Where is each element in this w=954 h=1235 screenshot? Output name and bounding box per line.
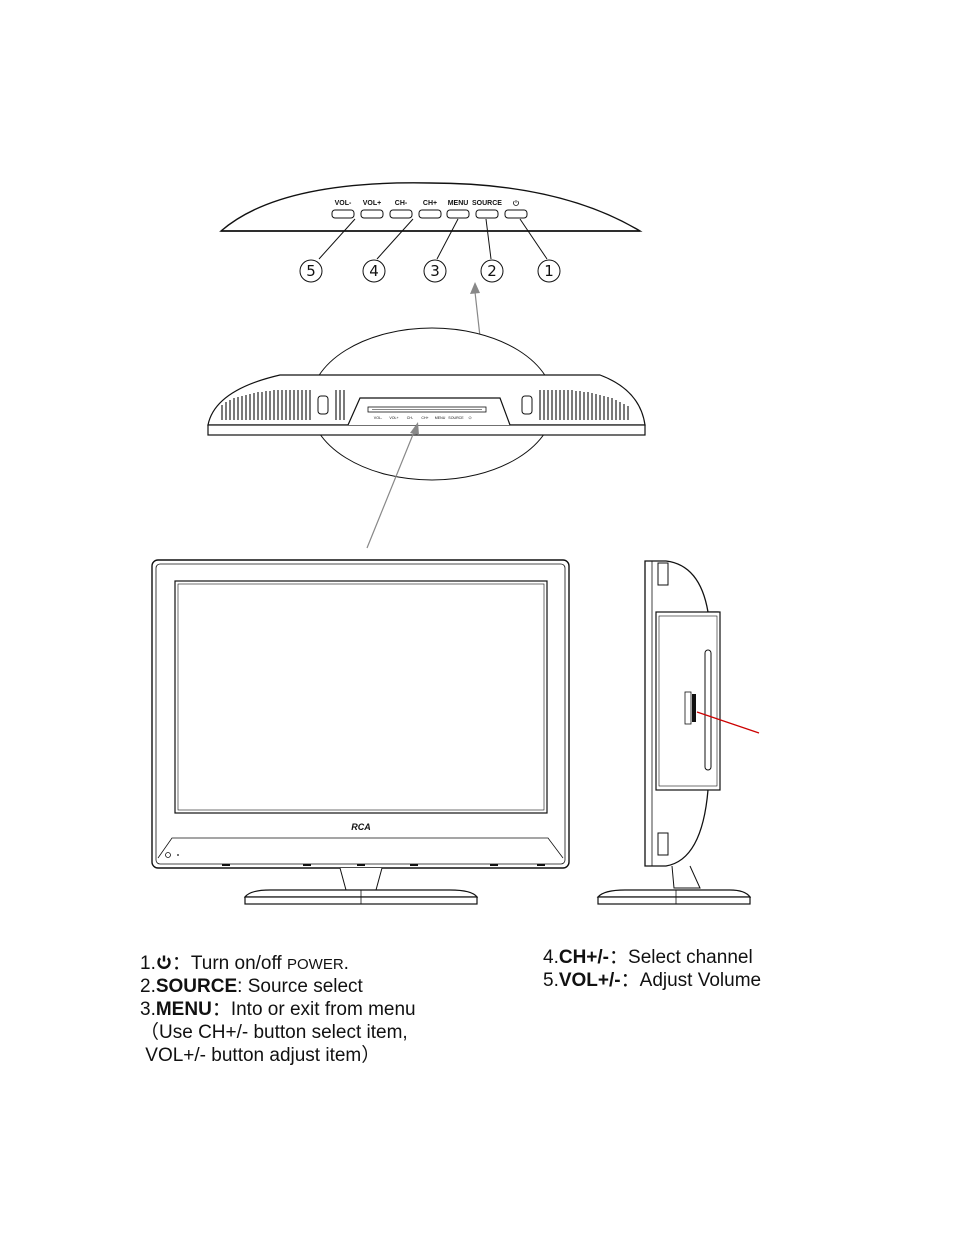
rca-logo: RCA: [351, 822, 371, 832]
panel-button-source: SOURCE: [472, 200, 502, 219]
legend-item-volume: 5.VOL+/-：Adjust Volume: [543, 969, 761, 992]
legend-key: VOL+/-: [558, 970, 621, 991]
legend-key: CH+/-: [558, 947, 610, 968]
svg-text:VOL-: VOL-: [335, 200, 352, 207]
legend-text: Select channel: [628, 947, 753, 968]
panel-button-power: [504, 200, 528, 219]
callout-4: 4: [362, 259, 386, 283]
callout-5: 5: [299, 259, 323, 283]
legend-num: 1.: [140, 953, 156, 974]
legend-item-menu: 3.MENU：Into or exit from menu: [140, 998, 416, 1021]
svg-text:⏻: ⏻: [469, 416, 472, 420]
svg-text:1: 1: [544, 262, 554, 280]
panel-button-vol-minus: VOL-: [331, 200, 355, 219]
svg-text:2: 2: [487, 262, 497, 280]
svg-text:CH+: CH+: [421, 416, 428, 420]
svg-text:MENU: MENU: [448, 200, 469, 207]
svg-text:CH-: CH-: [407, 416, 414, 420]
legend-key: MENU: [155, 999, 212, 1020]
svg-text:SOURCE: SOURCE: [448, 416, 464, 420]
legend-item-source: 2.SOURCE: Source select: [140, 975, 416, 998]
svg-text:5: 5: [306, 262, 316, 280]
legend-item-power: 1. ：Turn on/off POWER.: [140, 952, 416, 975]
bottom-panel-labels: VOL- VOL+ CH- CH+ MENU SOURCE ⏻: [374, 416, 472, 420]
legend-item-channel: 4.CH+/-：Select channel: [543, 946, 761, 969]
svg-text:3: 3: [430, 262, 440, 280]
legend-sep: ：: [211, 999, 231, 1020]
legend-sep: ：: [171, 953, 191, 974]
svg-text:SOURCE: SOURCE: [472, 200, 502, 207]
legend-text: Turn on/off: [190, 953, 287, 974]
svg-text:CH+: CH+: [423, 200, 437, 207]
legend-left: 1.：Turn on/off POWER. 2.SOURCE: Source s…: [140, 952, 416, 1067]
panel-button-ch-minus: CH-: [389, 200, 413, 219]
legend-sep: ：: [620, 970, 640, 991]
legend-sep: ：: [609, 947, 629, 968]
control-panel-closeup: VOL- VOL+ CH- CH+ MENU SOURCE: [219, 182, 643, 283]
legend-right: 4.CH+/-：Select channel 5.VOL+/-：Adjust V…: [543, 946, 761, 992]
legend-sep: :: [237, 976, 248, 997]
callout-2: 2: [480, 259, 504, 283]
legend-text: Into or exit from menu: [230, 999, 416, 1020]
legend-num: 2.: [140, 976, 156, 997]
panel-button-vol-plus: VOL+: [360, 200, 384, 219]
legend-note-line2: VOL+/- button adjust item）: [140, 1045, 381, 1066]
tv-front-view: RCA: [151, 559, 570, 905]
legend-text: Adjust Volume: [639, 970, 762, 991]
svg-text:VOL-: VOL-: [374, 416, 383, 420]
legend-text: Source select: [247, 976, 363, 997]
legend-num: 5.: [543, 970, 559, 991]
svg-text:VOL+: VOL+: [389, 416, 398, 420]
panel-button-menu: MENU: [446, 200, 470, 219]
legend-note-line1: （Use CH+/- button select item,: [140, 1022, 408, 1043]
legend-num: 4.: [543, 947, 559, 968]
svg-text:4: 4: [369, 262, 379, 280]
callout-1: 1: [537, 259, 561, 283]
svg-text:MENU: MENU: [435, 416, 446, 420]
legend-period: .: [343, 953, 349, 974]
power-icon: [157, 955, 171, 969]
callout-3: 3: [423, 259, 447, 283]
zoom-arrow-lower: [366, 422, 419, 549]
legend-num: 3.: [140, 999, 156, 1020]
panel-button-ch-plus: CH+: [418, 200, 442, 219]
tv-bottom-view: VOL- VOL+ CH- CH+ MENU SOURCE ⏻: [207, 327, 646, 481]
power-icon: [513, 200, 519, 206]
svg-text:CH-: CH-: [395, 200, 408, 207]
legend-power-word: POWER: [287, 956, 344, 973]
tv-control-diagram: VOL- VOL+ CH- CH+ MENU SOURCE: [151, 182, 760, 905]
tv-side-view: [596, 560, 760, 905]
legend-key: SOURCE: [155, 976, 238, 997]
svg-text:VOL+: VOL+: [363, 200, 381, 207]
